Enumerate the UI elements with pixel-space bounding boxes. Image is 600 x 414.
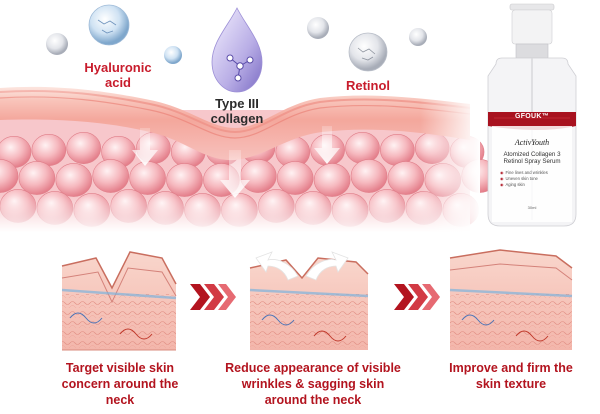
skin-cell — [129, 161, 166, 195]
benefit-item: Uneven skin tone — [500, 176, 566, 182]
step-2-caption: Reduce appearance of visible wrinkles & … — [216, 360, 410, 408]
product-name: Atomized Collagen 3 Retinol Spray Serum — [492, 151, 572, 165]
penetration-arrows — [132, 126, 340, 198]
arrow-down-icon — [220, 150, 250, 198]
skin-cell — [18, 161, 56, 195]
skin-cell — [166, 163, 203, 197]
step-2-line-2: wrinkles & sagging skin — [241, 377, 385, 391]
skin-block-smooth — [449, 249, 573, 350]
skin-block-wrinkled — [61, 251, 177, 351]
collagen-line-1: Type III — [215, 96, 259, 111]
retinol-bubble — [348, 32, 388, 72]
collagen-droplet — [211, 7, 263, 93]
skin-cell — [387, 161, 425, 195]
product-line: ActivYouth — [514, 138, 550, 147]
hyaluronic-line-1: Hyaluronic — [84, 60, 152, 75]
skin-cell — [55, 163, 93, 197]
ingredient-bubbles — [46, 4, 427, 72]
step-2-line-3: around the neck — [264, 393, 362, 407]
collagen-line-2: collagen — [210, 111, 264, 126]
step-3-caption: Improve and firm the skin texture — [436, 360, 586, 392]
skin-cell — [345, 132, 380, 164]
product-brand: GFOUK™ — [514, 113, 550, 120]
arrow-down-icon — [314, 126, 340, 164]
chevron-right-icon — [394, 284, 440, 310]
product-name-line-2: Retinol Spray Serum — [503, 158, 561, 165]
skin-cell — [31, 134, 67, 166]
skin-illustration — [0, 3, 577, 232]
step-1-caption: Target visible skin concern around the n… — [40, 360, 200, 408]
step-illustrations — [61, 249, 573, 351]
retinol-text: Retinol — [345, 78, 391, 93]
arrow-up-icon — [255, 251, 299, 281]
product-name-line-1: Atomized Collagen 3 — [503, 151, 561, 158]
skin-cell — [313, 163, 351, 197]
step-3-line-1: Improve and firm the — [449, 361, 573, 375]
chevron-right-icon — [190, 284, 236, 310]
step-2-line-1: Reduce appearance of visible — [225, 361, 401, 375]
skin-cell — [92, 159, 129, 193]
step-1-line-2: concern around the — [61, 377, 179, 391]
hyaluronic-acid-label: Hyaluronic acid — [78, 60, 158, 90]
skin-cell — [380, 134, 415, 166]
step-1-line-1: Target visible skin — [65, 361, 175, 375]
skin-block-lifting — [249, 251, 369, 350]
hyaluronic-bubble — [88, 4, 130, 46]
molecule-icon — [226, 54, 254, 82]
retinol-label: Retinol — [337, 78, 399, 93]
product-benefits: Fine lines and wrinkles Uneven skin tone… — [500, 170, 566, 188]
skin-cell — [239, 159, 277, 193]
step-1-line-3: neck — [105, 393, 135, 407]
benefit-item: Aging skin — [500, 182, 566, 188]
benefit-item: Fine lines and wrinkles — [500, 170, 566, 176]
arrow-down-icon — [132, 128, 158, 166]
skin-cell — [66, 132, 101, 164]
product-volume: 30ml — [527, 205, 537, 210]
skin-cell — [0, 159, 19, 193]
skin-cell — [350, 159, 388, 193]
arrow-up-icon — [305, 251, 349, 281]
collagen-label: Type III collagen — [194, 96, 280, 126]
step-3-line-2: skin texture — [475, 377, 547, 391]
skin-cell — [276, 161, 314, 195]
hyaluronic-line-2: acid — [104, 75, 131, 90]
